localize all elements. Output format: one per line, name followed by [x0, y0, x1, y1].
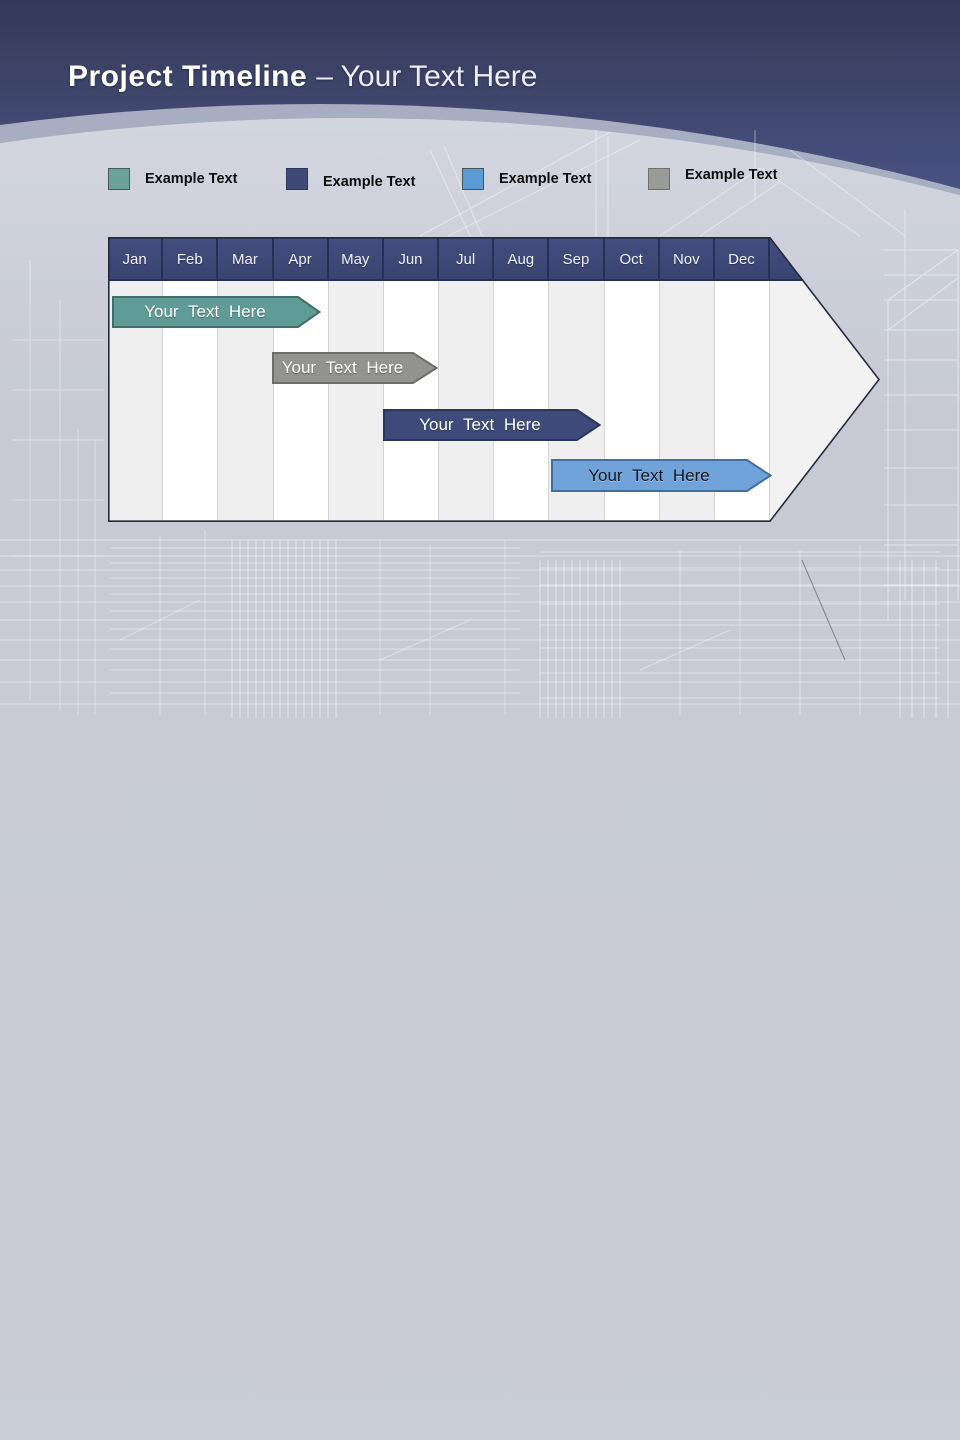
legend-label: Example Text — [685, 167, 778, 183]
legend-item: Example Text — [286, 168, 415, 190]
slide-title-accent: – Your Text Here — [316, 60, 538, 93]
task-bar-3-label: Your Text Here — [419, 415, 541, 434]
legend-swatch-teal — [108, 168, 130, 190]
legend-label: Example Text — [145, 171, 238, 187]
month-cell: Dec — [715, 237, 771, 281]
chart-arrow-body: Jan Feb Mar Apr May Jun Jul Aug Sep Oct … — [108, 237, 880, 522]
month-cell: Jan — [108, 237, 164, 281]
legend-swatch-gray — [648, 168, 670, 190]
month-column — [383, 281, 440, 520]
month-column — [439, 281, 495, 520]
month-header-row: Jan Feb Mar Apr May Jun Jul Aug Sep Oct … — [108, 237, 771, 281]
chart-arrow-outline — [108, 237, 880, 522]
slide-title: Project Timeline– Your Text Here — [68, 60, 537, 94]
task-bar-1-label: Your Text Here — [144, 302, 266, 321]
month-cell: Feb — [163, 237, 219, 281]
month-cell: May — [329, 237, 384, 281]
month-cell: Jul — [439, 237, 495, 281]
legend-label: Example Text — [499, 171, 592, 187]
slide-title-main: Project Timeline — [68, 60, 308, 93]
legend-item: Example Text — [648, 167, 778, 190]
month-column — [328, 281, 384, 520]
month-cell: Nov — [660, 237, 715, 281]
month-cell: Oct — [605, 237, 660, 281]
month-cell: Apr — [274, 237, 329, 281]
task-bar-4-arrow-shape — [551, 459, 772, 492]
task-bar-2-label: Your Text Here — [281, 358, 404, 377]
task-bar-4: Your Text Here — [551, 459, 772, 492]
task-bar-4-label: Your Text Here — [588, 465, 710, 485]
month-cell: Mar — [218, 237, 274, 281]
month-cell: Sep — [549, 237, 605, 281]
task-bar-2-arrow-shape — [272, 352, 438, 384]
legend-label: Example Text — [323, 174, 416, 190]
task-bar-1: Your Text Here — [112, 296, 321, 328]
legend-item: Example Text — [108, 168, 237, 190]
legend-swatch-blue — [462, 168, 484, 190]
task-bar-1-arrow-shape — [112, 296, 321, 328]
timeline-chart: Jan Feb Mar Apr May Jun Jul Aug Sep Oct … — [108, 237, 880, 522]
month-cell: Jun — [384, 237, 440, 281]
task-bar-2: Your Text Here — [272, 352, 438, 384]
legend-item: Example Text — [462, 168, 591, 190]
legend-swatch-navy — [286, 168, 308, 190]
month-cell: Aug — [494, 237, 550, 281]
task-bar-3: Your Text Here — [383, 409, 601, 441]
month-column — [494, 281, 550, 520]
task-bar-3-arrow-shape — [383, 409, 601, 441]
